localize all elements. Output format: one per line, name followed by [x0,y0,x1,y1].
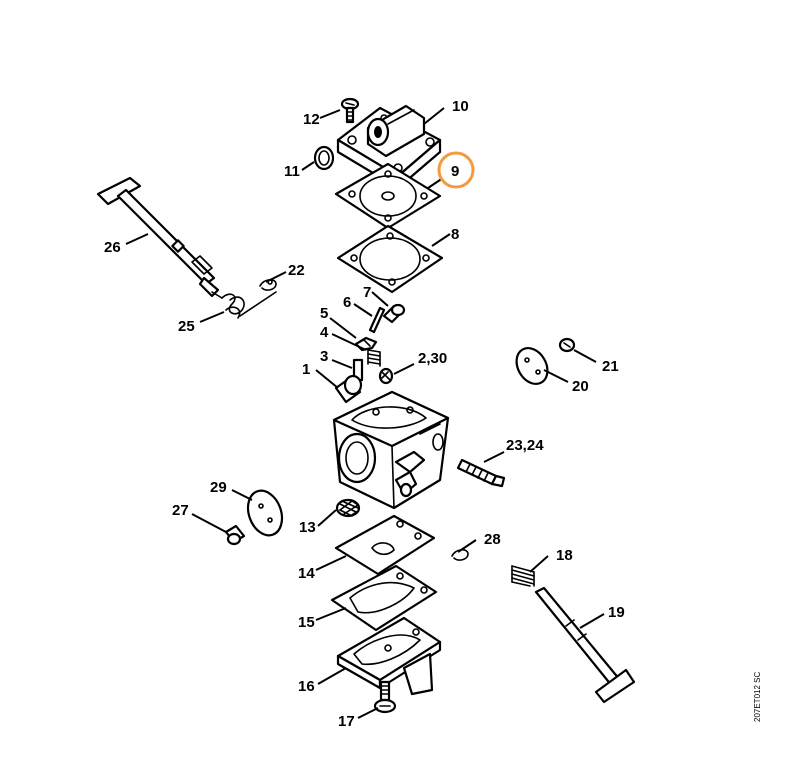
callout-26[interactable]: 26 [104,239,121,256]
callout-3[interactable]: 3 [320,348,328,365]
part-1-plug[interactable] [334,374,363,404]
callout-16[interactable]: 16 [298,678,315,695]
callout-19[interactable]: 19 [608,604,625,621]
part-17-screw[interactable] [373,680,397,714]
callout-labels: 12 10 11 9 8 7 6 5 4 3 1 2,30 21 20 22 2… [104,98,625,730]
part-15-metering-diaphragm[interactable] [330,564,438,632]
part-25-torsion-spring[interactable] [211,291,277,319]
callout-28[interactable]: 28 [484,531,501,548]
callout-13[interactable]: 13 [299,519,316,536]
part-10-cover[interactable] [336,104,442,190]
part-8-gasket[interactable] [336,224,444,294]
callout-27[interactable]: 27 [172,502,189,519]
callout-9[interactable]: 9 [451,163,459,180]
part-26-throttle-shaft[interactable] [96,176,220,298]
callout-21[interactable]: 21 [602,358,619,375]
callout-20[interactable]: 20 [572,378,589,395]
part-28-clip[interactable] [451,548,469,561]
highlight-ring [437,151,475,189]
part-20-throttle-plate[interactable] [510,343,553,390]
part-23-24-adjusting-screw[interactable] [456,458,506,488]
part-27-screw[interactable] [224,524,246,546]
callout-7[interactable]: 7 [363,284,371,301]
callout-29[interactable]: 29 [210,479,227,496]
callout-2-30[interactable]: 2,30 [418,350,447,367]
part-12-screw[interactable] [340,97,360,124]
callout-1[interactable]: 1 [302,361,310,378]
part-16-metering-cover[interactable] [336,616,442,696]
part-14-gasket[interactable] [334,514,436,576]
part-7-screw[interactable] [382,303,406,324]
callout-15[interactable]: 15 [298,614,315,631]
callout-11[interactable]: 11 [284,163,300,180]
part-6-pin[interactable] [368,306,386,334]
callout-14[interactable]: 14 [298,565,315,582]
part-19-choke-shaft[interactable] [534,586,636,704]
part-29-choke-plate[interactable] [242,486,288,540]
part-5-lever[interactable] [354,336,378,352]
callout-17[interactable]: 17 [338,713,355,730]
callout-12[interactable]: 12 [303,111,320,128]
part-4-spring[interactable] [367,349,381,367]
document-code: 207ET012 SC [753,672,762,722]
leader-lines [125,107,605,719]
callout-22[interactable]: 22 [288,262,305,279]
part-13-filter-screen[interactable] [335,498,361,518]
callout-18[interactable]: 18 [556,547,573,564]
callout-5[interactable]: 5 [320,305,328,322]
callout-6[interactable]: 6 [343,294,351,311]
part-2-30-valve-jet[interactable] [378,367,394,385]
part-18-spring[interactable] [511,565,535,587]
carburetor-body[interactable] [332,390,450,510]
callout-25[interactable]: 25 [178,318,195,335]
callout-23-24[interactable]: 23,24 [506,437,544,454]
callout-10[interactable]: 10 [452,98,469,115]
callout-4[interactable]: 4 [320,324,329,341]
part-21-screw[interactable] [558,337,576,353]
part-11-o-ring[interactable] [313,145,335,171]
part-9-diaphragm[interactable] [334,162,442,230]
callout-8[interactable]: 8 [451,226,459,243]
